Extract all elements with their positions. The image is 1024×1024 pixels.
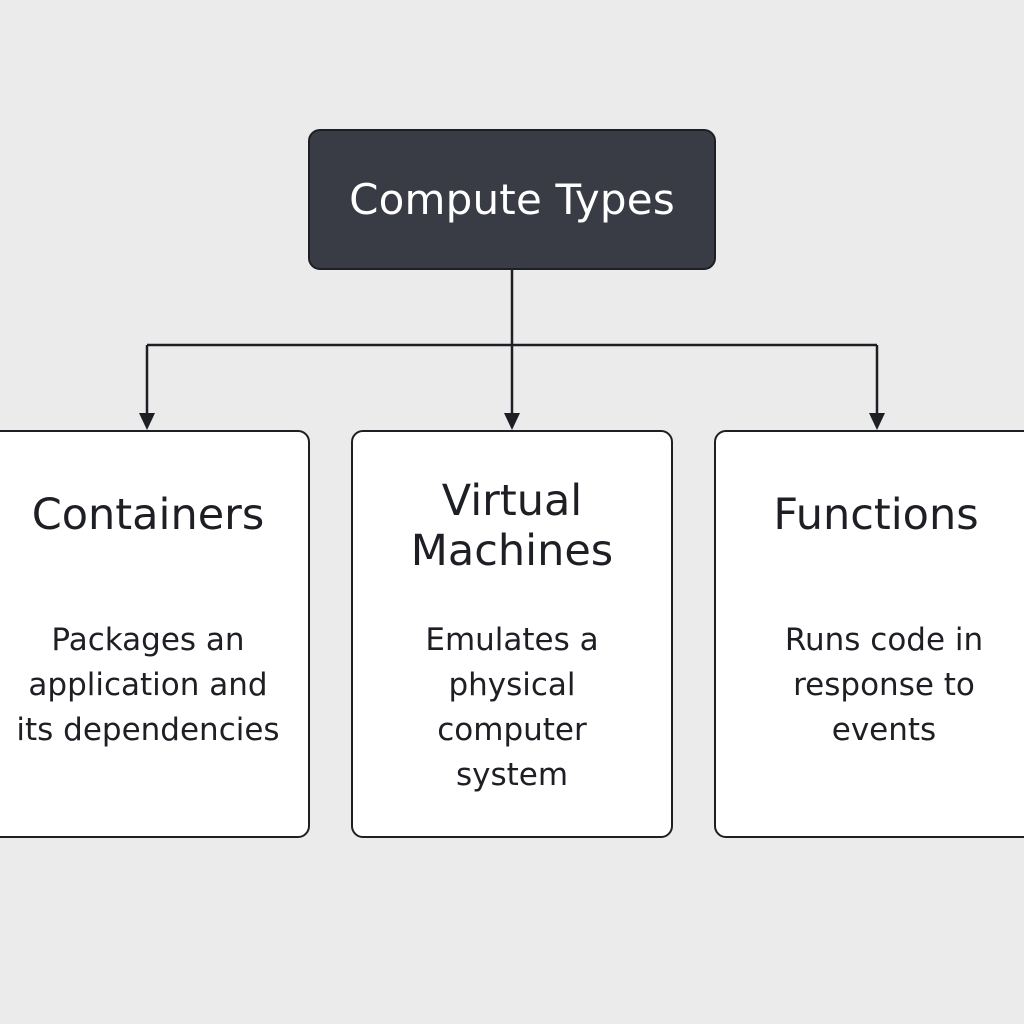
arrowhead-containers bbox=[139, 413, 155, 430]
node-virtual-machines: Virtual Machines Emulates a physical com… bbox=[351, 430, 673, 838]
node-description-virtual-machines: Emulates a physical computer system bbox=[361, 618, 663, 798]
root-node-compute-types: Compute Types bbox=[308, 129, 716, 270]
description-line: system bbox=[455, 757, 569, 793]
title-line: Containers bbox=[31, 490, 265, 540]
node-title-containers: Containers bbox=[0, 490, 308, 540]
description-line: physical bbox=[448, 667, 576, 703]
title-line: Machines bbox=[410, 526, 614, 576]
node-description-functions: Runs code in response to events bbox=[716, 618, 1024, 753]
description-line: Packages an bbox=[51, 622, 245, 658]
node-description-containers: Packages an application and its dependen… bbox=[0, 618, 300, 753]
description-line: Emulates a bbox=[425, 622, 599, 658]
node-title-functions: Functions bbox=[716, 490, 1024, 540]
description-line: its dependencies bbox=[16, 712, 280, 748]
description-line: application and bbox=[28, 667, 268, 703]
arrowhead-functions bbox=[869, 413, 885, 430]
title-line: Functions bbox=[773, 490, 979, 540]
description-line: computer bbox=[437, 712, 587, 748]
root-title: Compute Types bbox=[349, 175, 675, 224]
node-title-virtual-machines: Virtual Machines bbox=[353, 476, 671, 576]
node-functions: Functions Runs code in response to event… bbox=[714, 430, 1024, 838]
node-containers: Containers Packages an application and i… bbox=[0, 430, 310, 838]
arrowhead-virtual-machines bbox=[504, 413, 520, 430]
description-line: response to bbox=[793, 667, 975, 703]
title-line: Virtual bbox=[441, 476, 583, 526]
description-line: events bbox=[831, 712, 937, 748]
description-line: Runs code in bbox=[784, 622, 984, 658]
